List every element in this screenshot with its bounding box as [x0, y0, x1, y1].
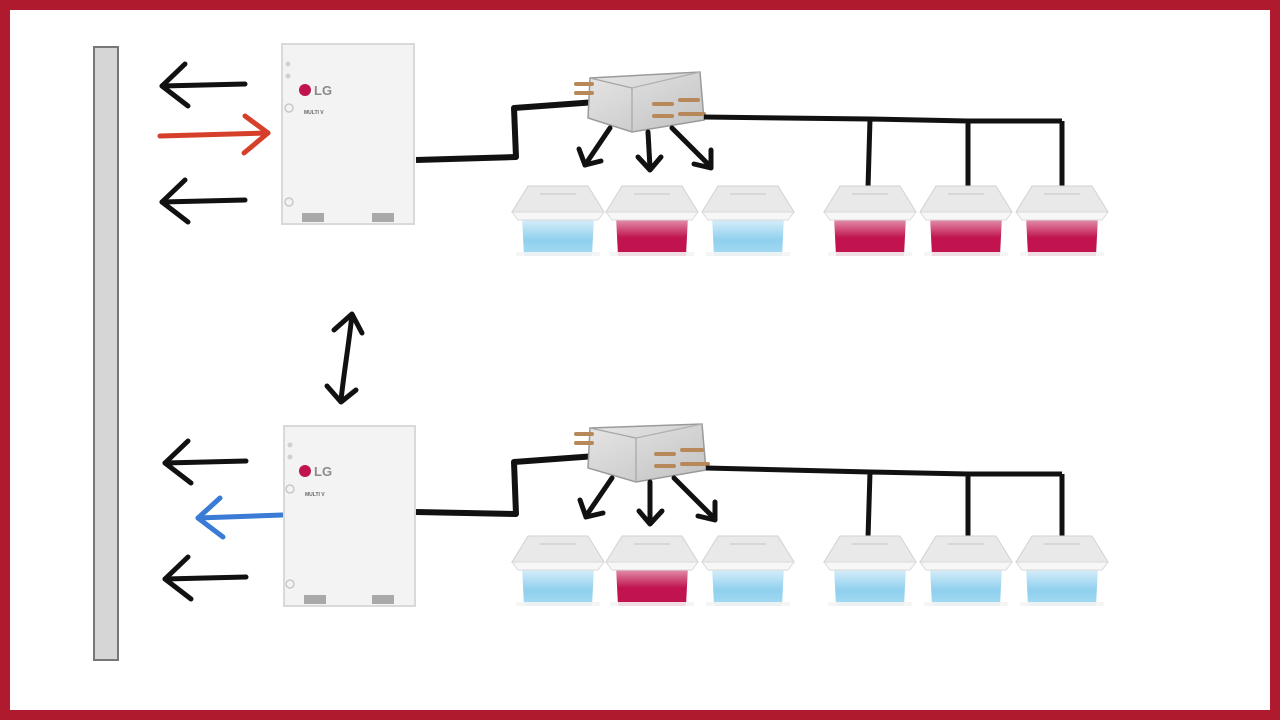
- series-mark: MULTI V: [304, 110, 324, 116]
- indoor-unit-cooling: [919, 535, 1013, 606]
- refrigerant-pipe: [703, 114, 1065, 189]
- indoor-unit-heating: [605, 185, 699, 256]
- indoor-unit-cooling: [1015, 535, 1109, 606]
- indoor-unit-heating: [605, 535, 699, 606]
- indoor-unit-heating: [1015, 185, 1109, 256]
- indoor-unit-cooling: [823, 535, 917, 606]
- heat-recovery-box: [574, 423, 710, 483]
- indoor-unit-cooling: [511, 535, 605, 606]
- indoor-unit-cooling: [701, 535, 795, 606]
- bidirectional-arrow: [324, 311, 365, 405]
- branch-flow-arrows: [576, 125, 714, 173]
- exhaust-arrow: [159, 177, 248, 225]
- refrigerant-pipe: [415, 453, 597, 517]
- hot-intake-arrow: [157, 113, 271, 156]
- exhaust-arrow: [162, 554, 249, 602]
- refrigerant-pipe: [415, 99, 597, 163]
- brand-logo: LG: [314, 464, 332, 479]
- heat-recovery-box: [574, 71, 706, 133]
- series-mark: MULTI V: [305, 492, 325, 498]
- exhaust-arrow: [159, 61, 248, 109]
- lg-logo-icon: [299, 84, 311, 96]
- indoor-units-branch: [511, 185, 795, 256]
- lg-logo-icon: [299, 465, 311, 477]
- indoor-unit-heating: [823, 185, 917, 256]
- brand-logo: LG: [314, 83, 332, 98]
- indoor-unit-cooling: [701, 185, 795, 256]
- outdoor-unit: LG MULTI V: [281, 43, 415, 225]
- indoor-units-line: [823, 535, 1109, 606]
- system-2: LG MULTI V: [162, 423, 1109, 607]
- refrigerant-pipe: [705, 465, 1065, 539]
- exhaust-arrow: [162, 438, 249, 486]
- branch-flow-arrows: [577, 475, 718, 527]
- indoor-unit-heating: [919, 185, 1013, 256]
- indoor-units-branch: [511, 535, 795, 606]
- building-wall: [93, 46, 119, 661]
- system-1: LG MULTI V: [157, 43, 1109, 256]
- indoor-units-line: [823, 185, 1109, 256]
- indoor-unit-cooling: [511, 185, 605, 256]
- outdoor-unit: LG MULTI V: [283, 425, 416, 607]
- cold-exhaust-arrow: [195, 495, 285, 540]
